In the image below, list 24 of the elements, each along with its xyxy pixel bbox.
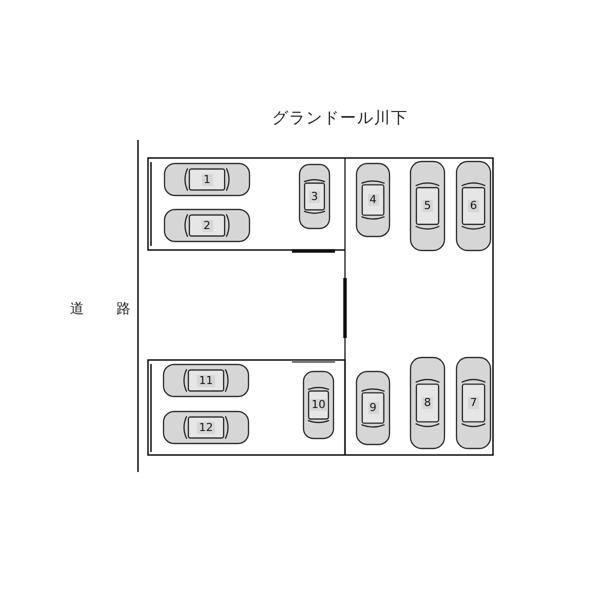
parking-space-number: 10 — [310, 399, 328, 411]
parked-car — [355, 162, 391, 238]
parked-car — [163, 162, 251, 197]
parked-car — [162, 410, 250, 445]
parking-space-number: 4 — [368, 194, 378, 206]
parking-space-number: 11 — [197, 374, 215, 386]
parking-space-number: 9 — [368, 402, 378, 414]
parking-space-number: 5 — [422, 200, 433, 212]
parking-space-number: 6 — [468, 200, 479, 212]
parked-car — [302, 370, 335, 440]
building-title: グランドール川下 — [272, 108, 408, 129]
parking-space-number: 8 — [422, 397, 433, 409]
road-label: 道 路 — [70, 300, 130, 318]
parking-space-number: 12 — [197, 422, 215, 434]
parked-car — [455, 356, 492, 450]
parked-car — [409, 160, 446, 252]
parked-car — [455, 160, 492, 252]
parked-car — [163, 208, 251, 243]
parking-space-number: 3 — [309, 190, 320, 202]
parking-space-number: 7 — [468, 397, 479, 409]
parked-car — [162, 363, 250, 398]
parked-car — [298, 163, 331, 230]
parked-car — [409, 356, 446, 450]
parked-car — [355, 370, 391, 446]
